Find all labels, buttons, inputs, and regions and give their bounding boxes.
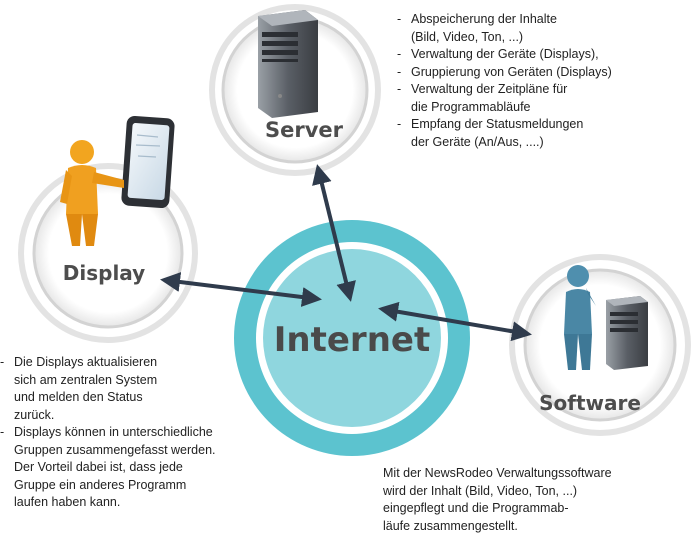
software-tower-icon [606, 296, 648, 370]
server-note-item: Empfang der Statusmeldungen der Geräte (… [397, 116, 612, 151]
arrow-software-internet [378, 301, 532, 342]
server-note-item: Verwaltung der Zeitpläne für die Program… [397, 81, 612, 116]
display-node: Display [18, 115, 198, 343]
internet-node: Internet [234, 220, 470, 456]
server-notes: Abspeicherung der Inhalte (Bild, Video, … [397, 11, 612, 151]
display-note-item: Die Displays aktualisieren sich am zentr… [0, 354, 216, 424]
software-node: Software [509, 254, 691, 436]
arrow-display-internet [160, 272, 322, 307]
person-thinking-icon [564, 265, 596, 370]
display-note-item: Displays können in unterschiedliche Grup… [0, 424, 216, 512]
person-pointing-icon [60, 140, 124, 246]
display-screen-icon [121, 115, 175, 209]
server-note-item: Abspeicherung der Inhalte (Bild, Video, … [397, 11, 612, 46]
server-note-item: Gruppierung von Geräten (Displays) [397, 64, 612, 82]
server-node: Server [209, 4, 381, 176]
software-notes: Mit der NewsRodeo Verwaltungssoftware wi… [383, 466, 612, 533]
display-label: Display [63, 261, 145, 285]
internet-label: Internet [274, 320, 430, 360]
display-notes: Die Displays aktualisieren sich am zentr… [0, 354, 216, 512]
software-label: Software [539, 391, 641, 415]
server-label: Server [265, 118, 344, 142]
server-note-item: Verwaltung der Geräte (Displays), [397, 46, 612, 64]
arrow-server-internet [312, 164, 356, 302]
server-tower-icon [258, 10, 318, 118]
